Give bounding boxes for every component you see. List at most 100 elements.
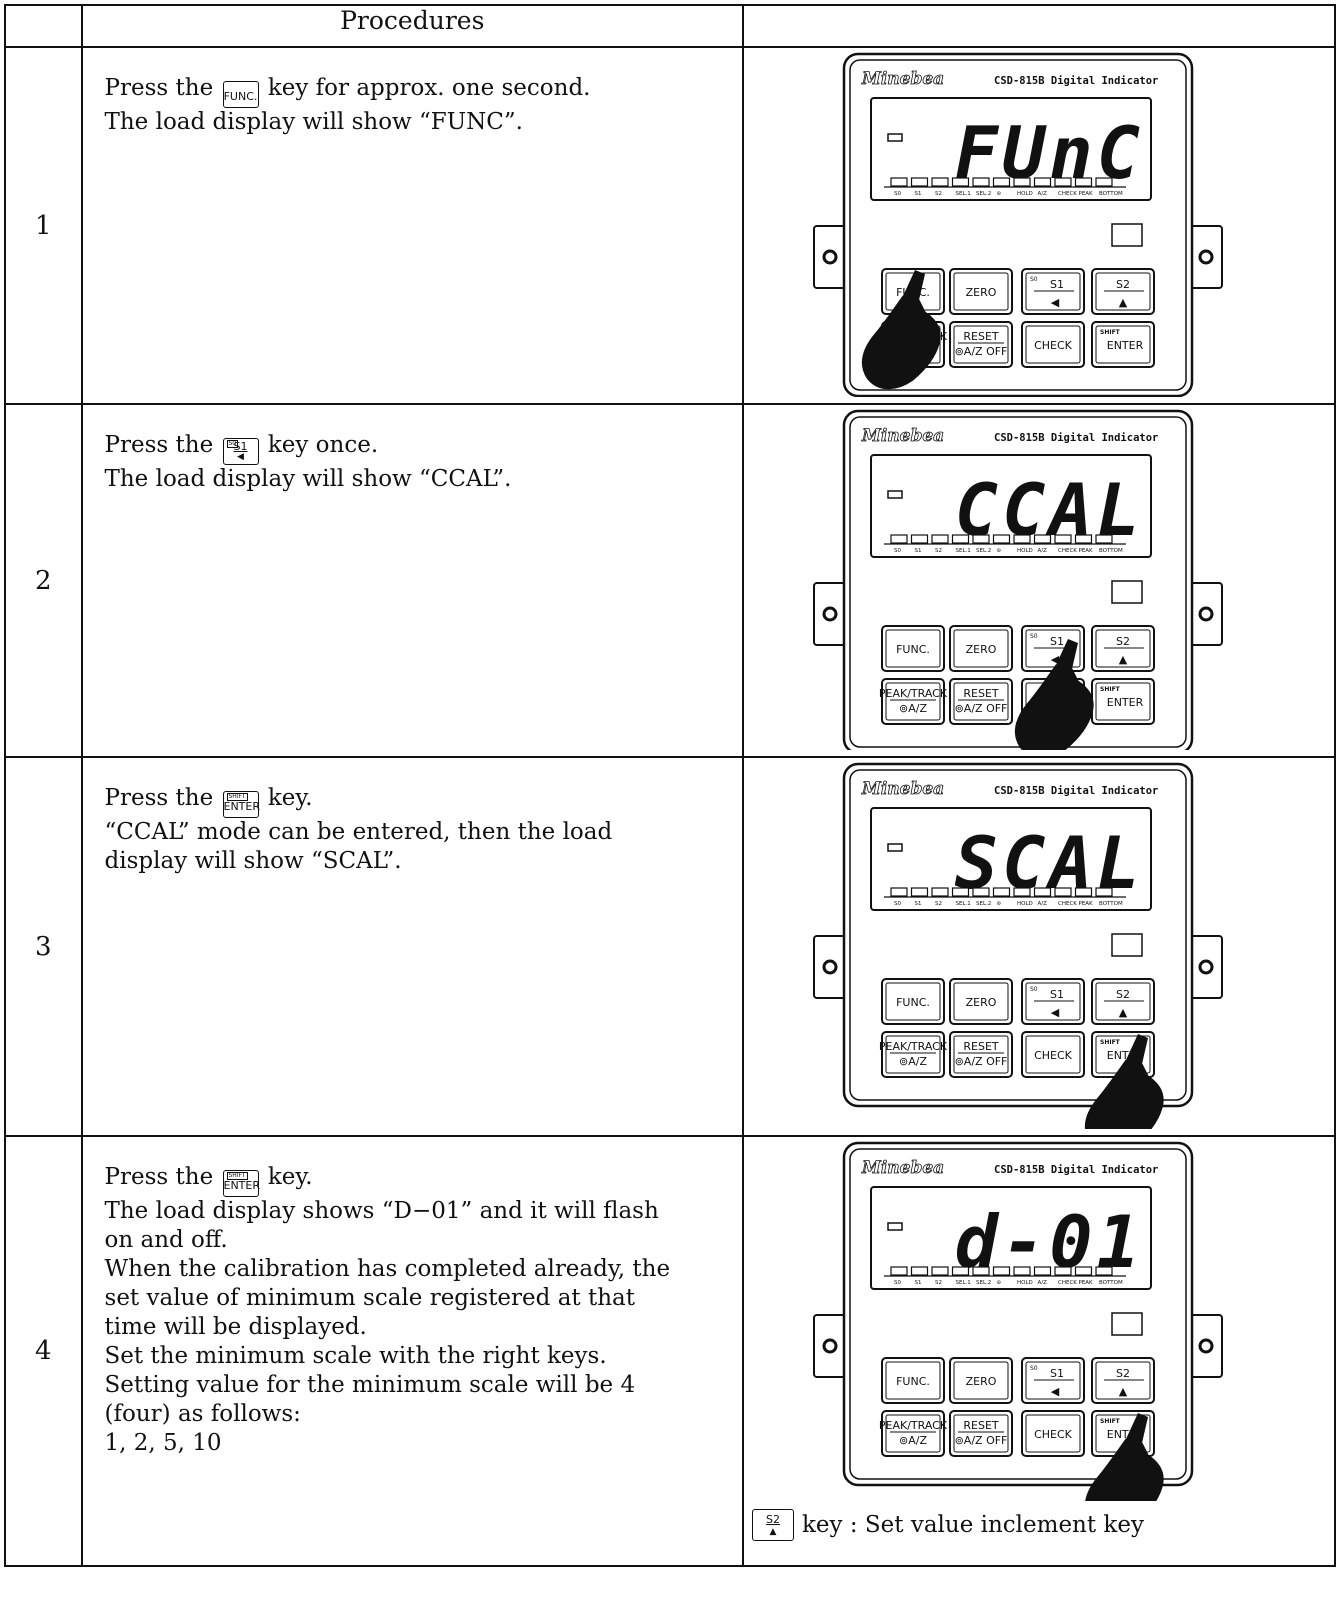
key-label: FUNC. (223, 90, 258, 103)
indicator-led (1054, 1266, 1072, 1276)
zero-key-label: ZERO (966, 286, 997, 299)
reset-label: RESET (963, 330, 999, 343)
brand-logo: Minebea (861, 1158, 944, 1178)
s1-sub-label: S0 (1030, 986, 1038, 993)
sub-display (1111, 223, 1143, 247)
step-number: 1 (4, 46, 83, 405)
check-key (1020, 1031, 1085, 1078)
indicator-led (890, 177, 908, 187)
mount-hole-right (1198, 959, 1214, 975)
panel-inner-bezel (849, 59, 1187, 391)
step-line: The load display will show “CCAL”. (104, 466, 512, 492)
az-label: ⊚A/Z (899, 1055, 927, 1068)
peak-track-key (880, 1031, 945, 1078)
sub-display (1111, 580, 1143, 604)
hand-finger (902, 270, 925, 300)
indicator-led (1074, 887, 1093, 897)
step-line: Set the minimum scale with the right key… (104, 1343, 607, 1369)
left-arrow-icon: ◀ (1051, 296, 1060, 309)
zero-key (948, 268, 1013, 315)
brand-logo: Minebea (861, 69, 944, 89)
s2-key-inner (1095, 272, 1151, 311)
az-off-label: ⊚A/Z OFF (955, 702, 1008, 715)
left-arrow-icon: ◀ (1051, 1006, 1060, 1019)
s1-key-label: S1 (1050, 1367, 1064, 1380)
brand-logo: Minebea (861, 779, 944, 799)
indicator-led (931, 177, 949, 187)
step-line: set value of minimum scale registered at… (104, 1285, 635, 1311)
indicator-label: SEL.1 (955, 1280, 970, 1286)
indicator-label: PEAK (1078, 1280, 1093, 1286)
step-post-text: key for approx. one second. (267, 75, 591, 101)
peak-track-label: PEAK/TRACK (879, 1419, 948, 1432)
up-arrow-icon: ▲ (1119, 653, 1128, 666)
indicator-led (931, 1266, 949, 1276)
indicator-led (972, 534, 990, 544)
header-image-cell (741, 4, 1336, 48)
func-key-label: FUNC. (896, 996, 930, 1009)
step-post-text: key. (267, 1164, 313, 1190)
s1-key-label: S1 (1050, 988, 1064, 1001)
indicator-label: CHECK (1058, 548, 1077, 554)
func-key-icon: FUNC. (222, 81, 259, 108)
reset-label: RESET (963, 1040, 999, 1053)
peak-track-label: PEAK/TRACK (879, 1040, 948, 1053)
sub-display (1111, 1312, 1143, 1336)
indicator-label: S2 (935, 1280, 942, 1286)
lcd-window (869, 454, 1152, 558)
zero-key-inner (953, 982, 1009, 1021)
indicator-led (931, 887, 949, 897)
indicator-label: BOTTOM (1099, 548, 1123, 554)
key-sub-label: SHIFT (226, 793, 248, 801)
indicator-led (1095, 177, 1113, 187)
indicator-label: SEL.2 (976, 901, 991, 907)
indicator-label: S0 (894, 1280, 901, 1286)
step-line: on and off. (104, 1227, 228, 1253)
pointing-hand-icon (861, 270, 941, 390)
sign-segment (887, 490, 903, 499)
func-key-label: FUNC. (896, 1375, 930, 1388)
indicator-label: HOLD (1017, 901, 1033, 907)
reset-key (948, 1410, 1013, 1457)
enter-key (1090, 321, 1155, 368)
table-header-row: Procedures (4, 4, 1336, 48)
indicator-led (1033, 534, 1052, 544)
step-number: 4 (4, 1135, 83, 1567)
step-line: (four) as follows: (104, 1401, 301, 1427)
indicator-label: PEAK (1078, 901, 1093, 907)
key-label: ENTER (223, 800, 261, 813)
reset-key-inner (953, 325, 1009, 364)
step-line: The load display shows “D−01” and it wil… (104, 1198, 659, 1224)
mount-hole-right (1198, 606, 1214, 622)
indicator-label: S2 (935, 191, 942, 197)
peak-track-key-inner (885, 682, 941, 721)
panel-inner-bezel (849, 416, 1187, 748)
key-sub-label: SHIFT (226, 1172, 248, 1180)
up-arrow-icon: ▲ (1119, 1385, 1128, 1398)
check-key-label: CHECK (1034, 1049, 1073, 1062)
zero-key-label: ZERO (966, 643, 997, 656)
indicator-label: BOTTOM (1099, 1280, 1123, 1286)
indicator-label: A/Z (1037, 1280, 1047, 1286)
up-arrow-icon: ▲ (1119, 296, 1128, 309)
indicator-label: S0 (894, 901, 901, 907)
hand-finger (1055, 639, 1078, 669)
indicator-led (992, 534, 1011, 544)
step-line: Setting value for the minimum scale will… (104, 1372, 636, 1398)
indicator-led (972, 887, 990, 897)
func-key (880, 1357, 945, 1404)
reset-key (948, 1031, 1013, 1078)
indicator-label: PEAK (1078, 548, 1093, 554)
zero-key-inner (953, 1361, 1009, 1400)
zero-key-label: ZERO (966, 996, 997, 1009)
step-line: When the calibration has completed alrea… (104, 1256, 671, 1282)
s1-sub-label: S0 (1030, 276, 1038, 283)
s1-key-label: S1 (1050, 278, 1064, 291)
zero-key (948, 978, 1013, 1025)
indicator-led (910, 534, 929, 544)
func-key-inner (885, 629, 941, 668)
step-line: 1, 2, 5, 10 (104, 1430, 222, 1456)
